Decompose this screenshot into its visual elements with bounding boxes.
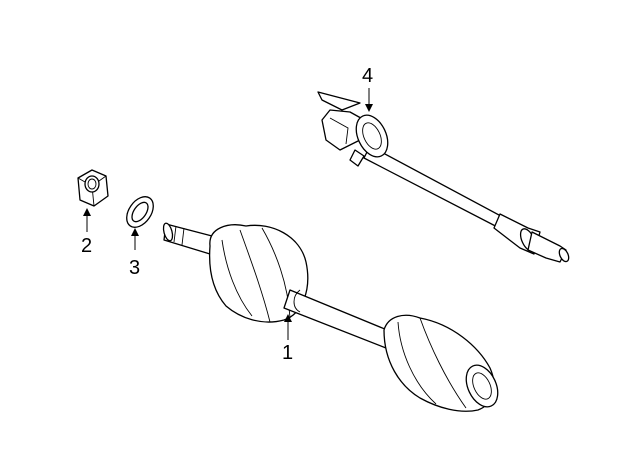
callout-2: 2 bbox=[81, 235, 93, 257]
callout-4: 4 bbox=[362, 65, 374, 87]
callout-1: 1 bbox=[282, 342, 294, 364]
hub-nut-part bbox=[77, 169, 109, 207]
leader-lines bbox=[83, 88, 373, 340]
callout-3: 3 bbox=[129, 257, 141, 279]
axle-assembly-part bbox=[162, 222, 499, 412]
intermediate-shaft-part bbox=[317, 91, 570, 263]
washer-part bbox=[126, 196, 154, 228]
